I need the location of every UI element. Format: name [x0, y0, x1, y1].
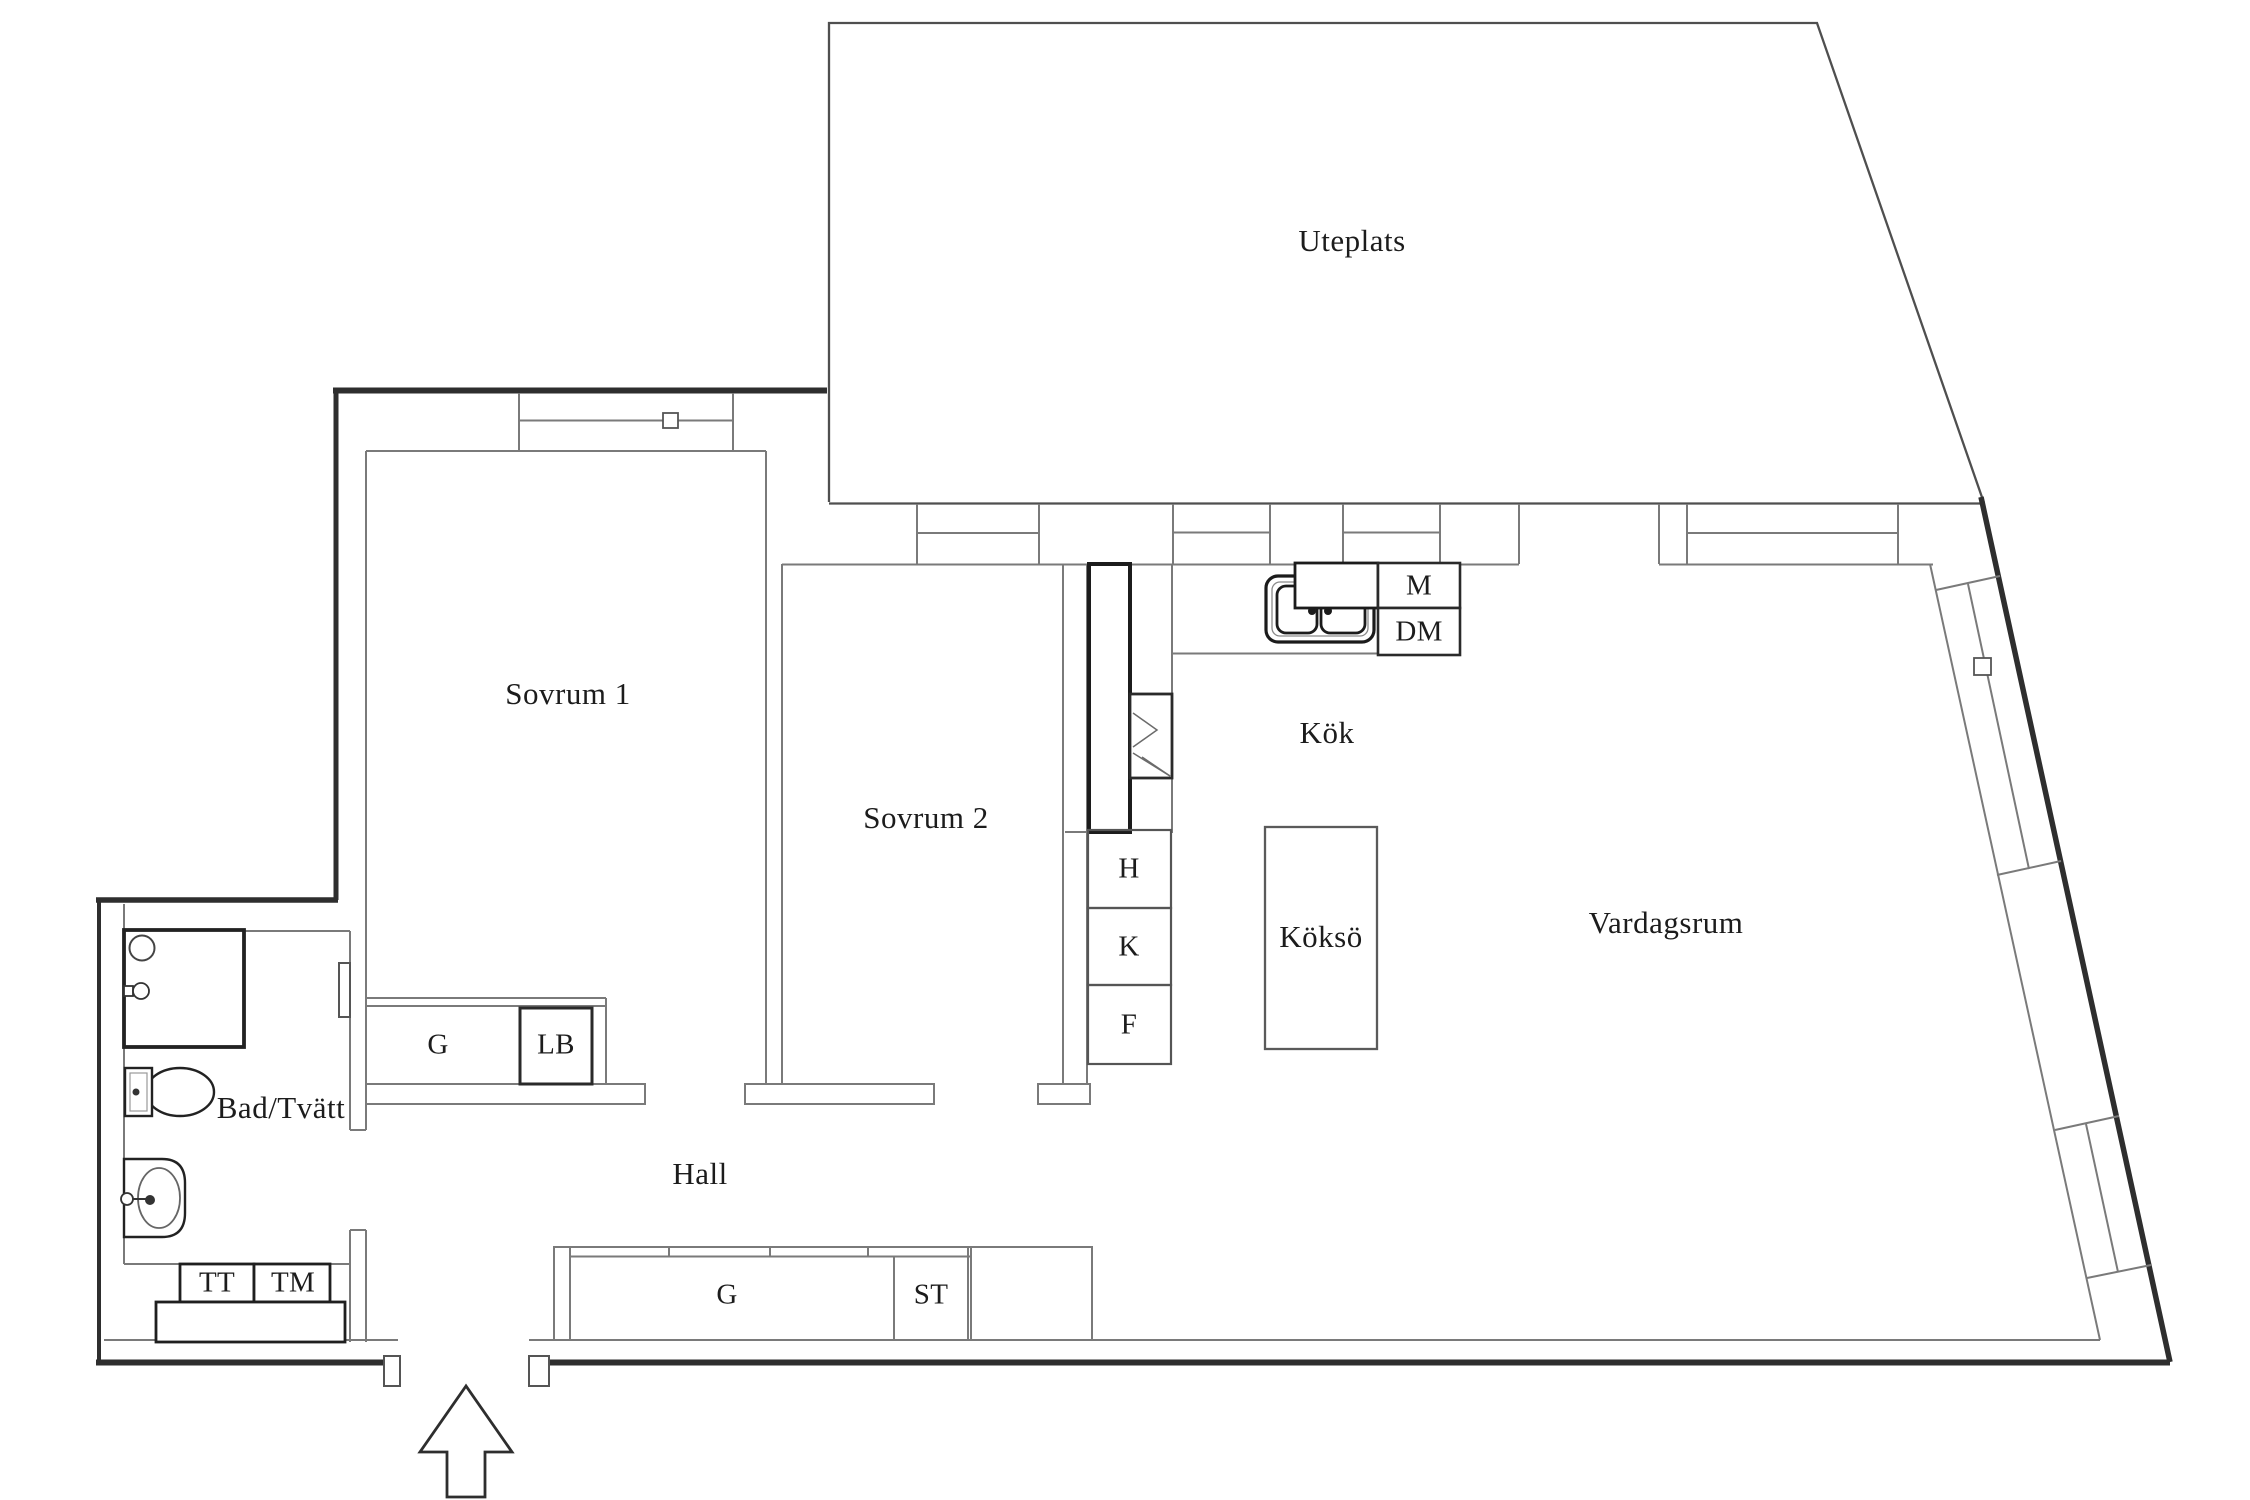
fixture-label-h: H [1118, 852, 1140, 885]
fixture-label-g-hall: G [716, 1278, 738, 1311]
radiator [338, 962, 351, 1018]
shower-drain-icon [128, 934, 156, 962]
window-handle-icon [1973, 657, 1992, 676]
fixture-label-m: M [1405, 569, 1433, 602]
microwave-box [1376, 561, 1462, 610]
counter-box [1293, 561, 1380, 610]
room-label-hall: Hall [672, 1156, 728, 1191]
kitchen-fixtures [1086, 561, 1462, 1066]
fixture-label-f: F [1120, 1008, 1138, 1041]
bathroom-fixtures [120, 928, 351, 1344]
fixture-label-kokso: Köksö [1279, 919, 1363, 954]
fixture-label-tt: TT [198, 1266, 236, 1299]
room-label-uteplats: Uteplats [1298, 223, 1406, 258]
room-label-sovrum2: Sovrum 2 [863, 800, 989, 835]
uteplats-outline [827, 21, 1986, 505]
kitchen-shaft [1087, 562, 1132, 834]
fixture-label-lb: LB [537, 1028, 575, 1061]
outer-walls [96, 387, 2173, 1366]
fixture-label-st: ST [913, 1278, 949, 1311]
room-label-sovrum1: Sovrum 1 [505, 676, 631, 711]
tall-cabinets [1086, 828, 1173, 1066]
room-label-vardagsrum: Vardagsrum [1588, 905, 1744, 940]
laundry-counter [154, 1300, 347, 1344]
entrance-arrow-icon [417, 1383, 515, 1499]
hall-closet [553, 1246, 1093, 1341]
kitchen-wardrobe [1128, 692, 1174, 780]
bedroom1-closet [366, 997, 607, 1086]
entrance [383, 1355, 550, 1499]
kitchen-island [1263, 825, 1379, 1051]
fixture-label-g-sovrum: G [427, 1028, 449, 1061]
fixture-label-k: K [1118, 930, 1140, 963]
fixture-label-tm: TM [270, 1266, 316, 1299]
dishwasher-box [1376, 606, 1462, 657]
window-handle-icon [662, 412, 679, 429]
room-label-bad-tvatt: Bad/Tvätt [216, 1090, 346, 1125]
room-label-kok: Kök [1299, 715, 1355, 750]
window-handles [662, 412, 1992, 676]
washbasin [120, 1157, 187, 1239]
fixture-label-dm: DM [1395, 615, 1443, 648]
toilet [123, 1066, 216, 1118]
